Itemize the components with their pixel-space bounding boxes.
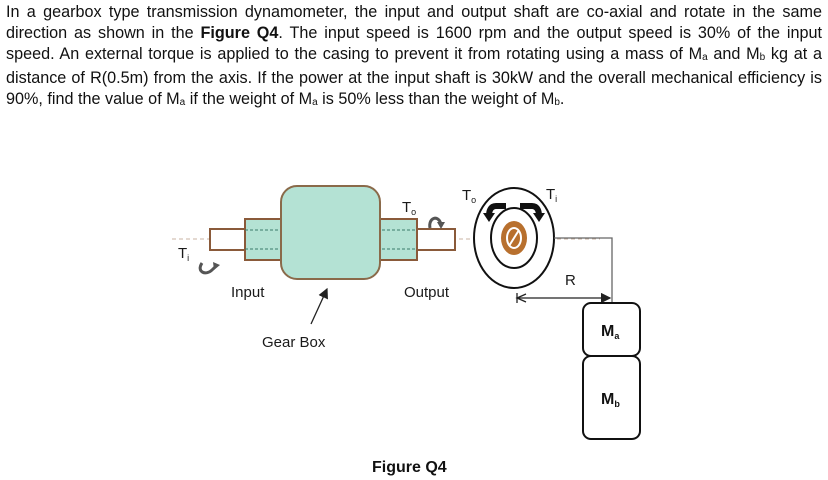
question-part: kg at a distance of R(0.5m) from the axi… bbox=[6, 44, 822, 109]
arrowhead bbox=[515, 293, 527, 303]
subscript: a bbox=[312, 97, 318, 109]
label-end-ti: Ti bbox=[546, 186, 557, 204]
label-end-to: To bbox=[462, 187, 476, 205]
figure-caption: Figure Q4 bbox=[372, 459, 447, 476]
label-radius: R bbox=[565, 272, 576, 289]
output-sleeve bbox=[376, 218, 418, 261]
gearbox-body bbox=[280, 185, 381, 280]
question-text: In a gearbox type transmission dynamomet… bbox=[6, 2, 822, 114]
label-gear-box: Gear Box bbox=[262, 334, 326, 351]
label-input: Input bbox=[231, 284, 265, 301]
subscript: b bbox=[759, 51, 766, 63]
figure-reference: Figure Q4 bbox=[200, 23, 279, 42]
input-torque-arrow-icon bbox=[198, 262, 218, 275]
question-part: . The input speed is 1600 rpm and the ou… bbox=[6, 23, 822, 63]
subscript: b bbox=[554, 97, 560, 109]
hub-ring bbox=[506, 227, 522, 249]
question-part: is 50% less than the weight of M bbox=[317, 90, 555, 109]
subscript: a bbox=[702, 51, 708, 63]
mass-b bbox=[582, 355, 641, 440]
label-ti: Ti bbox=[178, 245, 189, 263]
question-part: if the weight of M bbox=[185, 90, 313, 109]
arrowhead bbox=[213, 262, 220, 270]
lever-arm-string bbox=[554, 237, 613, 302]
question-part: . bbox=[559, 90, 565, 109]
question-part: and M bbox=[707, 44, 760, 63]
arrowhead bbox=[533, 213, 545, 222]
input-sleeve bbox=[244, 218, 286, 261]
label-mass-b: Mb bbox=[601, 391, 620, 409]
subscript: a bbox=[179, 97, 186, 109]
question-part: In a gearbox type transmission dynamomet… bbox=[6, 3, 822, 42]
label-output: Output bbox=[404, 284, 450, 301]
hub-slash bbox=[508, 229, 520, 247]
label-mass-a: Ma bbox=[601, 323, 620, 341]
arrowhead bbox=[483, 213, 495, 222]
output-torque-arrow-icon bbox=[428, 216, 443, 229]
arrowhead bbox=[437, 222, 445, 229]
output-shaft bbox=[416, 228, 456, 251]
label-to: To bbox=[402, 199, 416, 217]
gearbox-pointer-arrow bbox=[310, 287, 328, 325]
